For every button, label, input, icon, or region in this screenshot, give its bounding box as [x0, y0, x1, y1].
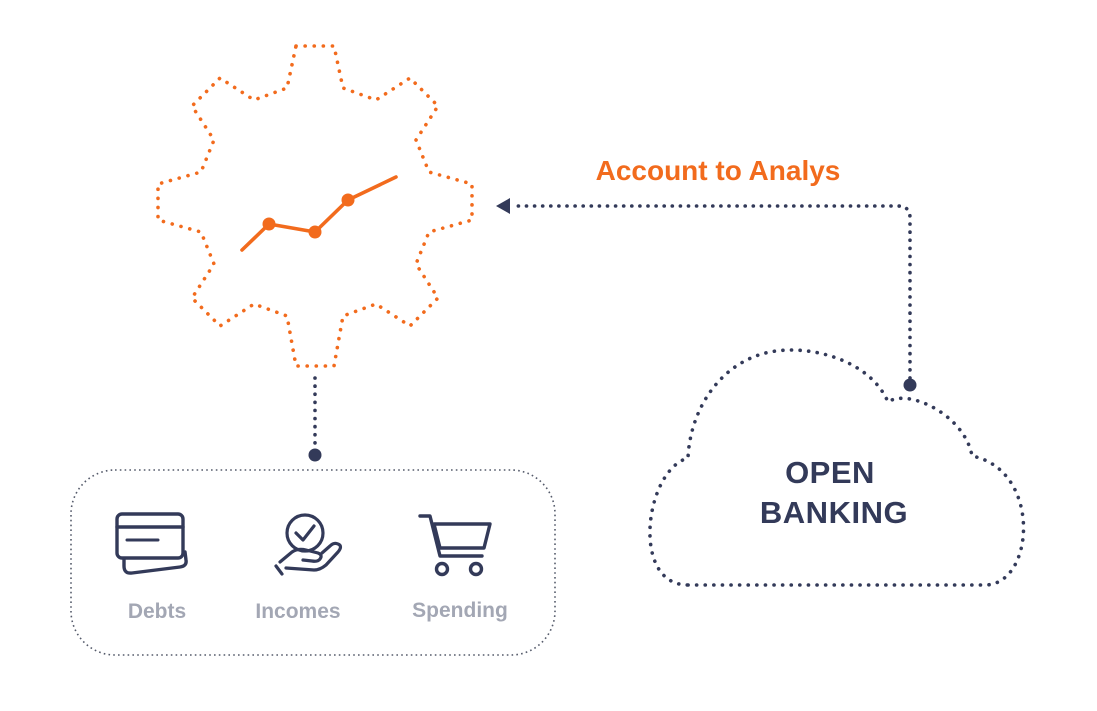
category-label-spending: Spending [412, 599, 508, 622]
cloud-label-line2: BANKING [760, 495, 908, 530]
cloud-outline [648, 348, 1026, 587]
trend-point [262, 217, 276, 231]
category-label-debts: Debts [128, 600, 186, 623]
trend-line-icon [240, 175, 398, 252]
analysis-gear [156, 44, 474, 368]
trend-point [341, 193, 355, 207]
account-flow-label: Account to Analys [596, 155, 841, 186]
category-panel: Debts Incomes Spending [70, 469, 556, 656]
category-label-incomes: Incomes [255, 600, 340, 623]
hand-coin-check-icon [274, 513, 343, 576]
connector-dot [903, 378, 917, 392]
cloud-label-line1: OPEN [785, 455, 875, 490]
shopping-cart-icon [418, 514, 492, 577]
gear-outline [156, 44, 474, 368]
open-banking-cloud: OPEN BANKING [648, 348, 1026, 587]
connector-dot [308, 448, 322, 462]
credit-card-icon [115, 512, 188, 575]
account-flow-arrow [496, 198, 917, 392]
trend-point [308, 225, 322, 239]
arrow-head-icon [496, 198, 510, 214]
gear-to-panel-connector [308, 376, 322, 462]
panel-frame [70, 469, 556, 656]
